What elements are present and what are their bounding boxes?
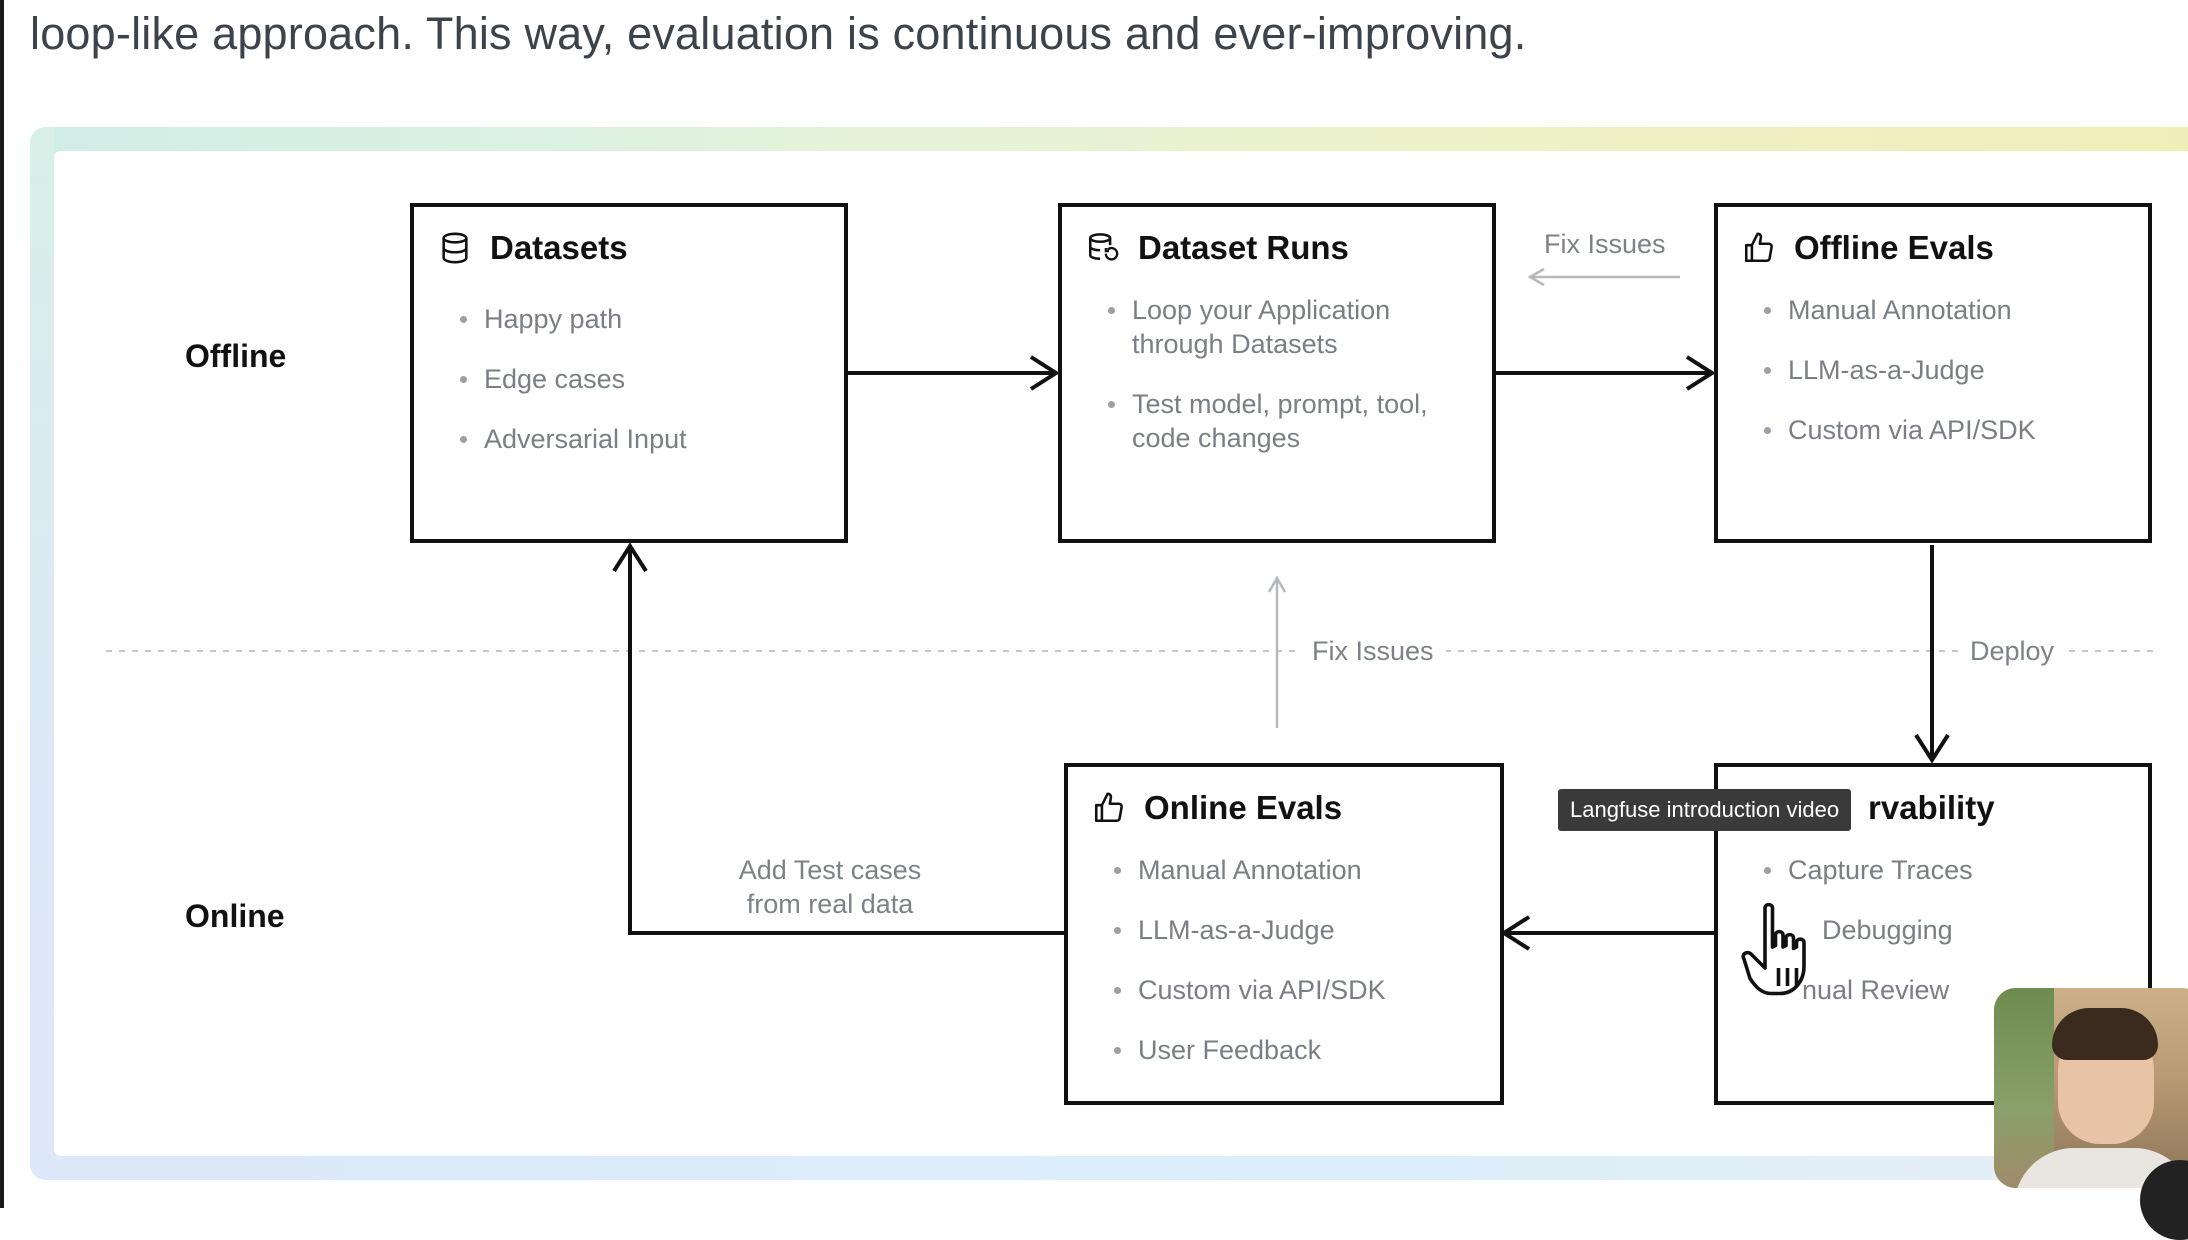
video-tooltip: Langfuse introduction video bbox=[1558, 789, 1852, 831]
window-edge bbox=[0, 0, 4, 1208]
list-item: Happy path bbox=[460, 302, 687, 336]
diagram-connectors bbox=[106, 0, 2160, 1208]
label-fix-issues-mid: Fix Issues bbox=[1300, 636, 1446, 667]
online-evals-list: Manual Annotation LLM-as-a-Judge Custom … bbox=[1108, 853, 1386, 1093]
list-item: LLM-as-a-Judge bbox=[1114, 913, 1386, 947]
row-label-offline: Offline bbox=[185, 338, 287, 374]
list-item: Loop your Application through Datasets bbox=[1108, 293, 1482, 361]
offline-evals-title: Offline Evals bbox=[1794, 229, 1994, 266]
datasets-title: Datasets bbox=[490, 229, 628, 266]
arrow-online-evals-to-datasets bbox=[630, 546, 1066, 935]
list-item: LLM-as-a-Judge bbox=[1764, 353, 2036, 387]
list-item: Test model, prompt, tool, code changes bbox=[1108, 387, 1482, 455]
database-icon bbox=[442, 232, 468, 264]
list-item: Custom via API/SDK bbox=[1764, 415, 2036, 445]
label-deploy: Deploy bbox=[1958, 636, 2067, 667]
hand-cursor-icon bbox=[1741, 902, 1806, 996]
list-item: User Feedback bbox=[1114, 1033, 1386, 1067]
list-item: Manual Annotation bbox=[1764, 293, 2036, 327]
list-item: Edge cases bbox=[460, 362, 687, 396]
thumbs-up-icon bbox=[1094, 792, 1123, 823]
offline-evals-box: Offline Evals Manual Annotation LLM-as-a… bbox=[1714, 203, 2152, 543]
list-item: Debugging bbox=[1764, 913, 1973, 947]
list-item: nual Review bbox=[1764, 973, 1973, 1007]
row-label-online: Online bbox=[185, 898, 285, 934]
dataset-runs-box: Dataset Runs Loop your Application throu… bbox=[1058, 203, 1496, 543]
list-item: Custom via API/SDK bbox=[1114, 975, 1386, 1005]
list-item: Capture Traces bbox=[1764, 855, 1973, 885]
thumbs-up-icon bbox=[1744, 232, 1773, 263]
datasets-box: Datasets Happy path Edge cases Adversari… bbox=[410, 203, 848, 543]
offline-evals-list: Manual Annotation LLM-as-a-Judge Custom … bbox=[1758, 293, 2036, 473]
database-refresh-icon bbox=[1088, 233, 1119, 261]
label-add-test-cases: Add Test cases from real data bbox=[700, 853, 960, 921]
dataset-runs-title: Dataset Runs bbox=[1138, 229, 1349, 266]
list-item: Adversarial Input bbox=[460, 424, 687, 454]
list-item: Manual Annotation bbox=[1114, 853, 1386, 887]
label-fix-issues-top: Fix Issues bbox=[1540, 229, 1670, 260]
observability-list: Capture Traces Debugging nual Review bbox=[1758, 853, 1973, 1033]
presenter-webcam bbox=[1994, 988, 2188, 1188]
intro-paragraph: loop-like approach. This way, evaluation… bbox=[30, 8, 1527, 59]
datasets-list: Happy path Edge cases Adversarial Input bbox=[454, 302, 687, 482]
observability-title: rvability bbox=[1868, 789, 1995, 826]
online-evals-box: Online Evals Manual Annotation LLM-as-a-… bbox=[1064, 763, 1504, 1105]
dataset-runs-list: Loop your Application through Datasets T… bbox=[1102, 293, 1482, 481]
online-evals-title: Online Evals bbox=[1144, 789, 1343, 826]
